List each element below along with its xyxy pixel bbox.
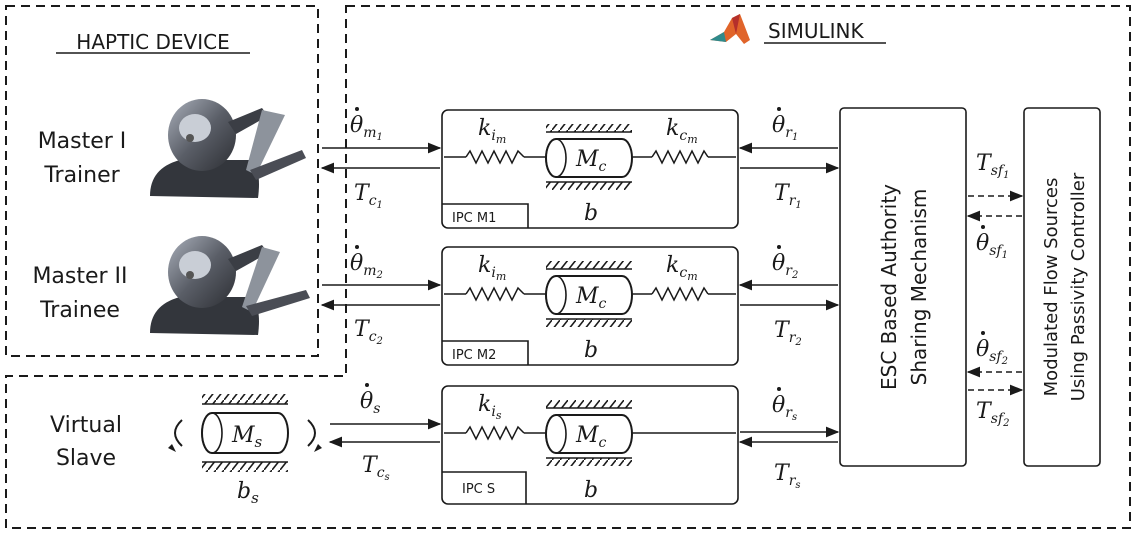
simulink-border xyxy=(5,5,1131,529)
svg-text:kis: kis xyxy=(478,392,502,422)
virtual-slave-label-line1: Virtual xyxy=(50,413,122,438)
ipc-s-label: IPC S xyxy=(462,482,495,497)
svg-text:Mc: Mc xyxy=(575,284,607,312)
simulink-title: SIMULINK xyxy=(768,19,864,43)
virtual-slave-label-line2: Slave xyxy=(56,446,116,471)
signal-T-r2: Tr2 xyxy=(774,318,802,348)
signal-T-sf1: Tsf1 xyxy=(976,151,1009,181)
signal-T-c1: Tc1 xyxy=(354,181,383,211)
esc-block-line2: Sharing Mechanism xyxy=(907,189,931,386)
master2-label-line2: Trainee xyxy=(39,298,120,323)
haptic-device-border xyxy=(5,5,319,357)
svg-text:kcm: kcm xyxy=(666,253,698,283)
signal-theta-r2: θr2 xyxy=(772,251,798,281)
master1-label-line1: Master I xyxy=(38,129,127,154)
mfs-block-line1: Modulated Flow Sources xyxy=(1041,178,1062,397)
signal-theta-r1: θr1 xyxy=(772,113,798,143)
signal-T-c2: Tc2 xyxy=(354,317,383,347)
svg-text:Mc: Mc xyxy=(575,147,607,175)
signal-T-cs: Tcs xyxy=(362,453,390,483)
signal-theta-rs: θrs xyxy=(772,393,797,423)
mfs-block-line2: Using Passivity Controller xyxy=(1068,172,1089,401)
master1-label-line2: Trainer xyxy=(43,163,120,188)
master2-label-line1: Master II xyxy=(32,264,127,289)
virtual-slave-damping-label: bs xyxy=(237,479,259,507)
haptic-device-2-icon xyxy=(150,236,310,335)
signal-arrows xyxy=(320,142,1024,448)
virtual-slave-mass: Ms bs xyxy=(168,394,322,507)
matlab-logo-icon xyxy=(710,14,750,44)
ipc-block-s: IPC S kis Mc b xyxy=(441,385,739,505)
signal-theta-sf1: θsf1 xyxy=(976,231,1008,261)
svg-text:kcm: kcm xyxy=(666,116,698,146)
svg-text:b: b xyxy=(584,201,598,226)
ipc-m1-label: IPC M1 xyxy=(452,211,496,226)
signal-T-sf2: Tsf2 xyxy=(976,399,1009,429)
svg-text:b: b xyxy=(584,478,598,503)
ipc-block-m2: IPC M2 kim Mc kcm b xyxy=(441,246,739,366)
ipc-block-m1: IPC M1 kim Mc kcm b xyxy=(441,109,739,229)
signal-T-rs: Trs xyxy=(774,461,801,491)
signal-T-r1: Tr1 xyxy=(774,181,802,211)
virtual-slave-mass-label: Ms xyxy=(231,423,263,451)
esc-block xyxy=(839,107,967,467)
svg-text:Mc: Mc xyxy=(575,423,607,451)
signal-theta-m2: θm2 xyxy=(350,251,383,281)
signal-theta-s: θs xyxy=(360,389,380,417)
ipc-m2-label: IPC M2 xyxy=(452,348,496,363)
haptic-device-title: HAPTIC DEVICE xyxy=(76,30,229,54)
signal-theta-sf2: θsf2 xyxy=(976,337,1008,367)
signal-labels: θm1 Tc1 θm2 Tc2 θs Tcs θr1 Tr1 θr2 Tr2 θ… xyxy=(350,107,1009,491)
esc-block-line1: ESC Based Authority xyxy=(877,184,901,390)
signal-theta-m1: θm1 xyxy=(350,113,383,143)
svg-text:kim: kim xyxy=(478,116,506,146)
svg-text:b: b xyxy=(584,338,598,363)
svg-text:kim: kim xyxy=(478,253,506,283)
haptic-device-1-icon xyxy=(150,99,306,198)
mfs-block xyxy=(1023,107,1101,467)
